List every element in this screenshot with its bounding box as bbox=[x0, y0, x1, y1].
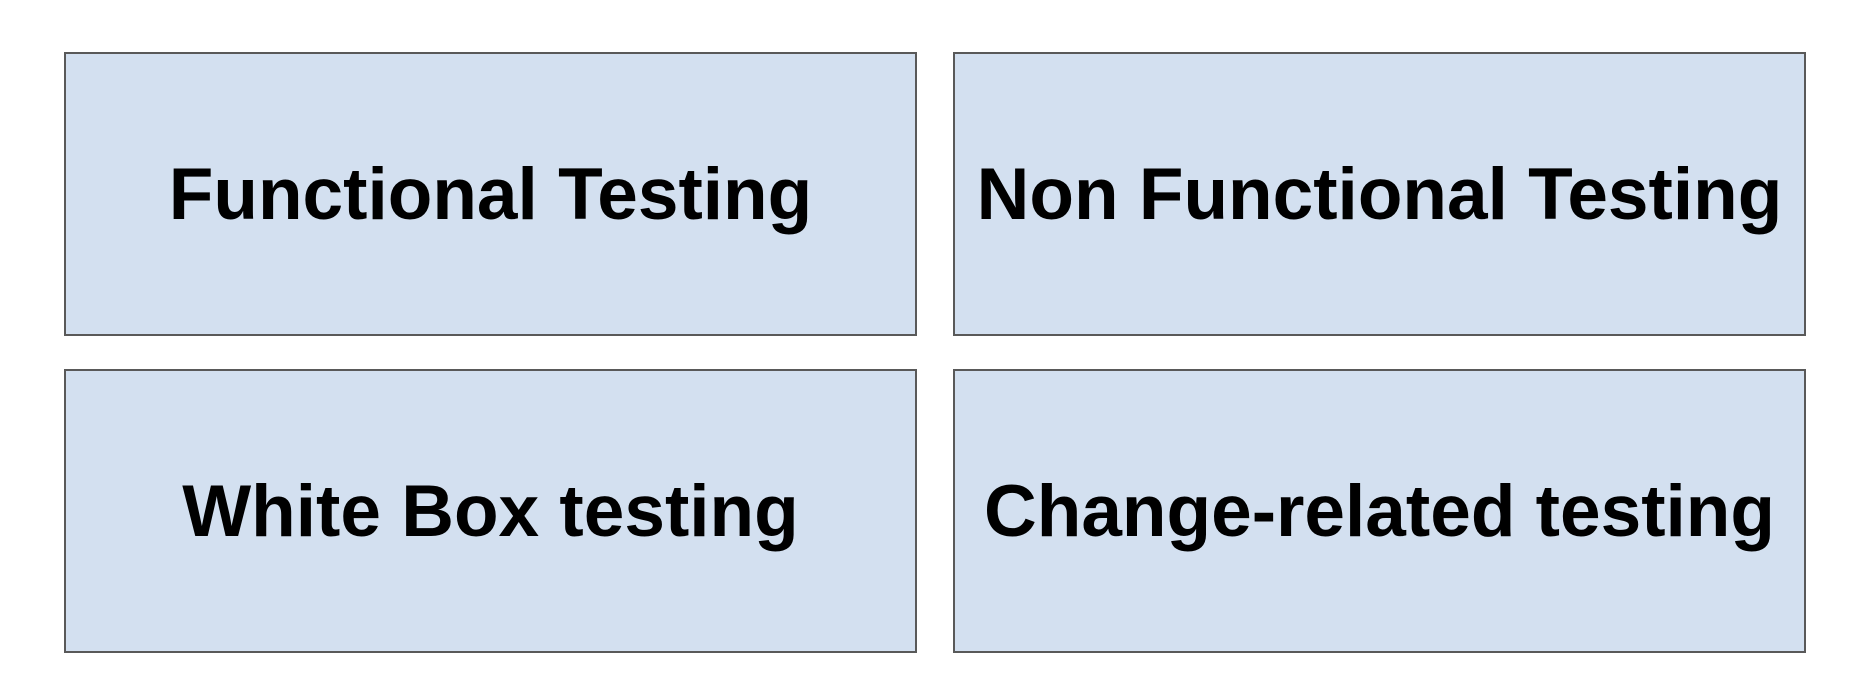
functional-testing-box: Functional Testing bbox=[64, 52, 917, 336]
non-functional-testing-box: Non Functional Testing bbox=[953, 52, 1806, 336]
white-box-testing-box: White Box testing bbox=[64, 369, 917, 653]
non-functional-testing-label: Non Functional Testing bbox=[976, 153, 1783, 235]
change-related-testing-label: Change-related testing bbox=[984, 470, 1775, 552]
change-related-testing-box: Change-related testing bbox=[953, 369, 1806, 653]
white-box-testing-label: White Box testing bbox=[182, 470, 799, 552]
functional-testing-label: Functional Testing bbox=[168, 153, 813, 235]
